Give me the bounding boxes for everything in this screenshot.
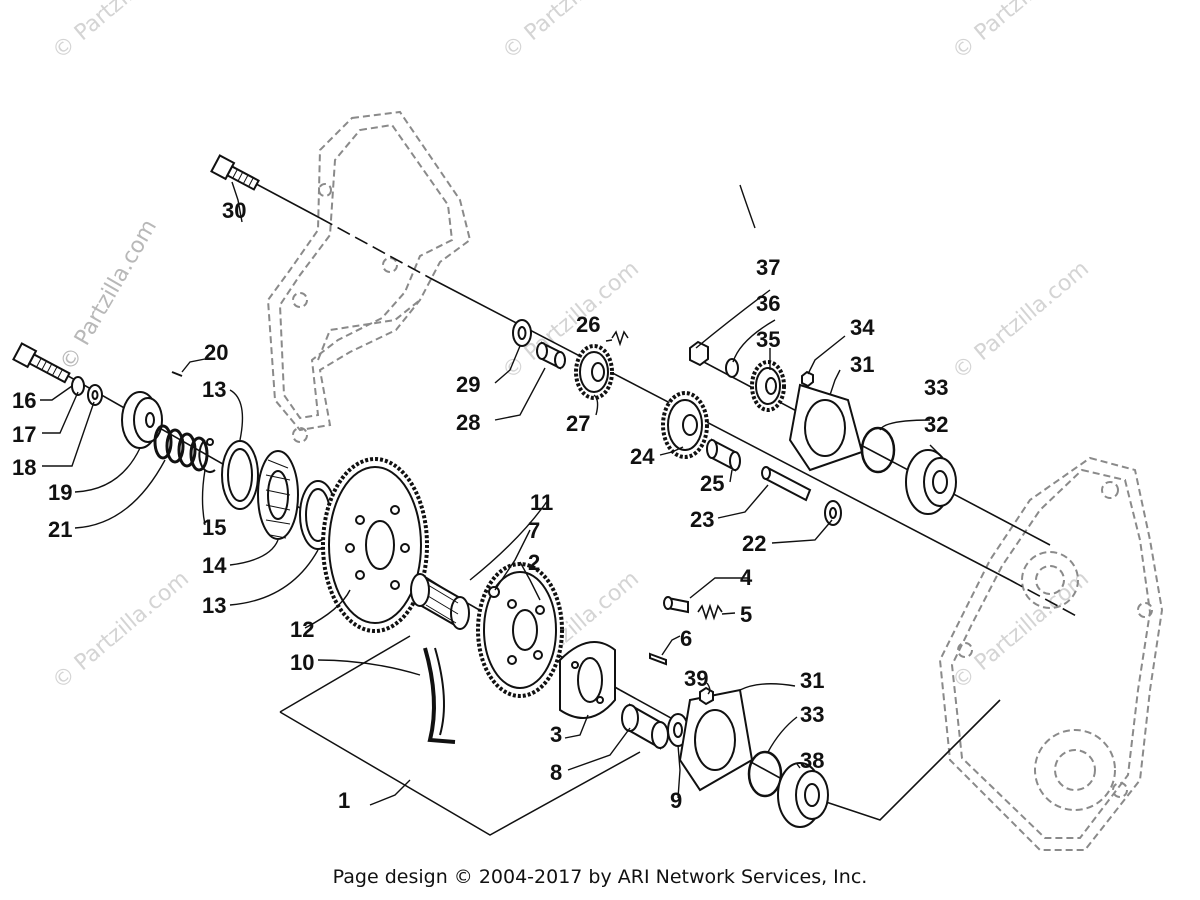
callout-31a: 31 — [850, 352, 874, 377]
watermark: © Partzilla.com — [48, 0, 194, 65]
bushing-25 — [706, 438, 741, 472]
nut-37 — [689, 340, 709, 367]
nut-34 — [801, 370, 814, 388]
kit-bracket — [279, 635, 641, 836]
bearing-38 — [777, 762, 829, 828]
callout-27: 27 — [566, 411, 590, 436]
o-ring-33b — [747, 750, 783, 798]
spring-21 — [153, 424, 209, 472]
watermark: © Partzilla.com — [948, 0, 1094, 65]
leader-lines — [40, 181, 941, 806]
watermark-large: © Partzilla.com — [56, 215, 163, 375]
callout-17: 17 — [12, 422, 36, 447]
thrust-washer-13a — [221, 440, 259, 510]
callout-13a: 13 — [202, 377, 226, 402]
callout-37: 37 — [756, 255, 780, 280]
callout-3: 3 — [550, 722, 562, 747]
callout-34: 34 — [850, 315, 875, 340]
watermark: © Partzilla.com — [498, 0, 644, 65]
callout-33a: 33 — [924, 375, 948, 400]
bolt-30 — [210, 154, 260, 191]
spring-5 — [697, 603, 723, 621]
shaft-23 — [761, 466, 812, 502]
callout-25: 25 — [700, 471, 724, 496]
chain-10 — [423, 647, 456, 744]
callout-38: 38 — [800, 748, 824, 773]
ball-7 — [488, 586, 500, 598]
callout-12: 12 — [290, 617, 314, 642]
clip-15 — [198, 438, 216, 473]
callout-32: 32 — [924, 412, 948, 437]
callout-13b: 13 — [202, 593, 226, 618]
ghost-housing-upper — [266, 110, 472, 443]
callout-15: 15 — [202, 515, 226, 540]
parts — [12, 154, 957, 828]
plunger-4 — [663, 596, 689, 614]
splined-shaft-11 — [410, 573, 470, 630]
callout-10: 10 — [290, 650, 314, 675]
callout-35: 35 — [756, 327, 780, 352]
callout-28: 28 — [456, 410, 480, 435]
callout-6: 6 — [680, 626, 692, 651]
washer-36 — [725, 358, 739, 378]
ghost-housing-lower — [938, 456, 1164, 851]
callout-36: 36 — [756, 291, 780, 316]
cam-3 — [559, 641, 616, 719]
callout-4: 4 — [740, 565, 753, 590]
copyright-footer: Page design © 2004-2017 by ARI Network S… — [332, 866, 868, 888]
callout-8: 8 — [550, 760, 562, 785]
gear-12 — [321, 457, 429, 633]
gear-24 — [661, 391, 709, 459]
pin-20 — [171, 371, 183, 377]
callout-9: 9 — [670, 788, 682, 813]
gear-2 — [476, 562, 564, 698]
needle-bearing-14 — [257, 450, 299, 540]
bearing-plate-31b — [678, 688, 754, 792]
callout-16: 16 — [12, 388, 36, 413]
callout-29: 29 — [456, 372, 480, 397]
callout-31b: 31 — [800, 668, 824, 693]
callout-20: 20 — [204, 340, 228, 365]
callout-7: 7 — [528, 518, 540, 543]
bushing-28 — [536, 341, 566, 370]
callout-2: 2 — [528, 550, 540, 575]
callout-22: 22 — [742, 531, 766, 556]
bolt-16 — [12, 342, 71, 384]
callout-21: 21 — [48, 517, 72, 542]
callout-18: 18 — [12, 455, 36, 480]
gear-35 — [750, 360, 786, 412]
spring-pin-26 — [611, 330, 629, 347]
callout-11: 11 — [530, 490, 553, 515]
callout-1: 1 — [338, 788, 350, 813]
gear-27 — [574, 344, 614, 400]
watermark: © Partzilla.com — [48, 566, 194, 694]
roller-bearing-8 — [621, 703, 669, 750]
washer-22 — [824, 500, 842, 526]
screw-6 — [649, 652, 667, 666]
bearing-32 — [905, 449, 957, 515]
callout-26: 26 — [576, 312, 600, 337]
callouts: 1 2 3 4 5 6 7 8 9 10 11 12 13 13 14 15 1… — [12, 198, 948, 813]
callout-39: 39 — [684, 666, 708, 691]
callout-5: 5 — [740, 602, 752, 627]
callout-33b: 33 — [800, 702, 824, 727]
callout-30: 30 — [222, 198, 246, 223]
callout-23: 23 — [690, 507, 714, 532]
washer-29 — [512, 319, 532, 347]
callout-24: 24 — [630, 444, 655, 469]
bearing-plate-31a — [788, 383, 864, 472]
callout-19: 19 — [48, 480, 72, 505]
watermark: © Partzilla.com — [948, 256, 1094, 384]
o-ring-33a — [860, 426, 896, 474]
callout-14: 14 — [202, 553, 227, 578]
cap-19 — [121, 391, 163, 449]
